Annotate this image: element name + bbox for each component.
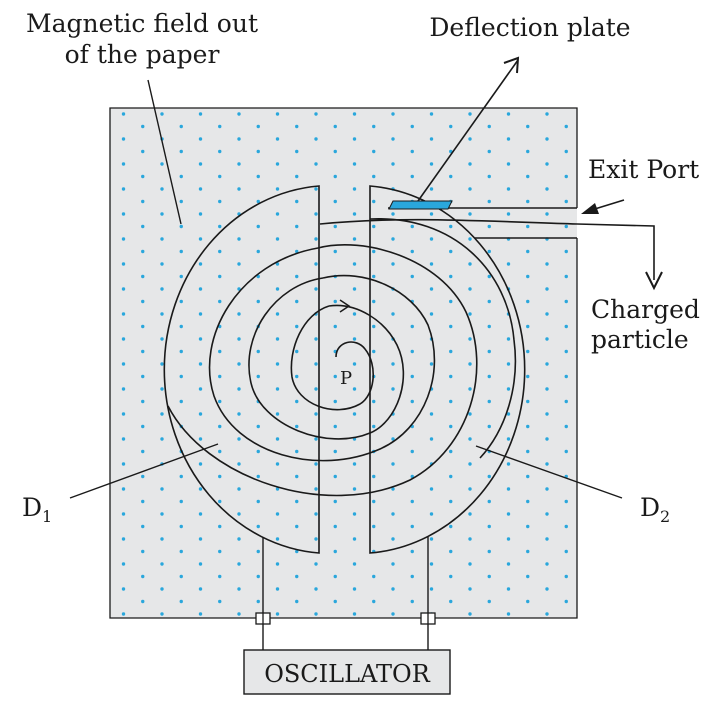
exit-port-arrowhead xyxy=(581,203,599,214)
deflection-plate xyxy=(388,200,453,210)
oscillator-label: OSCILLATOR xyxy=(264,660,431,688)
d2-label: D2 xyxy=(640,493,670,526)
oscillator-box xyxy=(243,649,451,695)
deflection-pointer xyxy=(417,59,519,202)
deflection-plate-label: Deflection plate xyxy=(429,13,630,42)
exit-path xyxy=(319,218,655,280)
oscillator-wiring xyxy=(262,537,429,650)
magnetic-field-label-line2: of the paper xyxy=(65,40,220,69)
d1-leader xyxy=(69,443,219,499)
charged-particle-label-line1: Charged xyxy=(591,295,700,324)
charged-particle-arrowhead xyxy=(645,271,663,291)
magnetic-field-leader xyxy=(147,79,182,225)
charged-particle-label-line2: particle xyxy=(591,325,689,354)
magnetic-field-label-line1: Magnetic field out xyxy=(26,9,258,38)
particle-spiral-path xyxy=(167,218,517,497)
exit-port-label: Exit Port xyxy=(588,155,699,184)
dee-d1 xyxy=(163,185,320,554)
field-dots xyxy=(110,108,577,618)
d2-leader xyxy=(475,445,623,499)
dee-d2 xyxy=(369,185,526,554)
point-p-label: P xyxy=(340,368,352,389)
direction-chevron-icon xyxy=(339,299,351,313)
d1-label: D1 xyxy=(22,493,52,526)
field-region-border xyxy=(109,107,578,619)
deflection-arrowhead xyxy=(503,56,520,74)
